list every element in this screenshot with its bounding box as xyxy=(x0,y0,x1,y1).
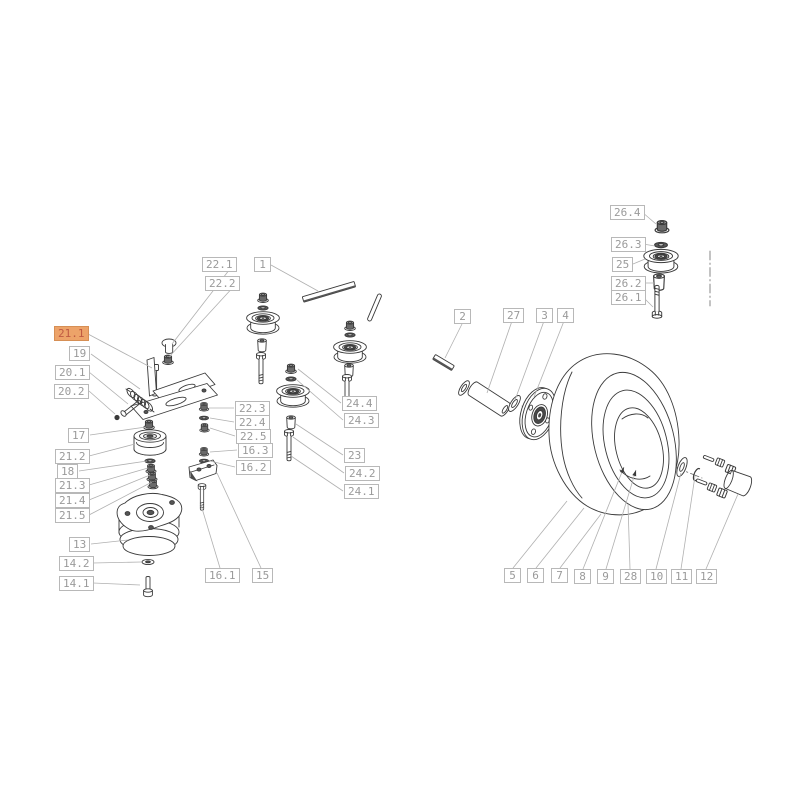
part-label-26.1[interactable]: 26.1 xyxy=(611,290,646,305)
part-label-16.2[interactable]: 16.2 xyxy=(236,460,271,475)
part-label-21.2[interactable]: 21.2 xyxy=(55,449,90,464)
part-label-1[interactable]: 1 xyxy=(254,257,271,272)
part-label-24.1[interactable]: 24.1 xyxy=(344,484,379,499)
part-label-7[interactable]: 7 xyxy=(551,568,568,583)
part-label-21.3[interactable]: 21.3 xyxy=(55,478,90,493)
part-label-18[interactable]: 18 xyxy=(57,464,79,479)
part-label-22.5[interactable]: 22.5 xyxy=(236,429,271,444)
part-label-14.1[interactable]: 14.1 xyxy=(59,576,94,591)
key-bar-drawing xyxy=(302,281,382,322)
part-label-20.2[interactable]: 20.2 xyxy=(54,384,89,399)
part-label-28[interactable]: 28 xyxy=(620,569,642,584)
pin-drawing xyxy=(114,400,141,421)
part-label-26.3[interactable]: 26.3 xyxy=(611,237,646,252)
part-label-25[interactable]: 25 xyxy=(612,257,634,272)
vbelt-pulley-drawing xyxy=(133,429,167,490)
part-label-21.1[interactable]: 21.1 xyxy=(54,326,89,341)
part-label-26.2[interactable]: 26.2 xyxy=(611,276,646,291)
part-label-16.1[interactable]: 16.1 xyxy=(205,568,240,583)
part-label-2[interactable]: 2 xyxy=(454,309,471,324)
part-label-22.1[interactable]: 22.1 xyxy=(202,257,237,272)
tension-spring-drawing xyxy=(125,387,155,413)
part-label-3[interactable]: 3 xyxy=(536,308,553,323)
part-label-22.2[interactable]: 22.2 xyxy=(205,276,240,291)
part-label-5[interactable]: 5 xyxy=(504,568,521,583)
hub-hardware-drawing xyxy=(676,455,753,499)
part-label-14.2[interactable]: 14.2 xyxy=(59,556,94,571)
electromagnetic-clutch-drawing xyxy=(116,492,183,556)
part-label-16.3[interactable]: 16.3 xyxy=(238,443,273,458)
part-label-12[interactable]: 12 xyxy=(696,569,718,584)
part-label-9[interactable]: 9 xyxy=(597,569,614,584)
part-label-8[interactable]: 8 xyxy=(574,569,591,584)
wheel-hub-drawing xyxy=(519,387,557,441)
part-label-22.4[interactable]: 22.4 xyxy=(235,415,270,430)
part-label-10[interactable]: 10 xyxy=(646,569,668,584)
part-label-26.4[interactable]: 26.4 xyxy=(610,205,645,220)
part-label-6[interactable]: 6 xyxy=(527,568,544,583)
part-label-27[interactable]: 27 xyxy=(503,308,525,323)
part-label-22.3[interactable]: 22.3 xyxy=(235,401,270,416)
part-label-19[interactable]: 19 xyxy=(69,346,91,361)
part-label-15[interactable]: 15 xyxy=(252,568,274,583)
hub-cap-drawing xyxy=(723,469,753,497)
part-label-24.2[interactable]: 24.2 xyxy=(345,466,380,481)
drawing xyxy=(114,220,753,598)
bracket-assembly-drawing xyxy=(114,338,218,433)
part-label-4[interactable]: 4 xyxy=(557,308,574,323)
part-label-17[interactable]: 17 xyxy=(68,428,90,443)
part-label-24.4[interactable]: 24.4 xyxy=(342,396,377,411)
part-label-23[interactable]: 23 xyxy=(344,448,366,463)
part-label-21.5[interactable]: 21.5 xyxy=(55,508,90,523)
axle-washer-drawing xyxy=(458,380,470,396)
clutch-bolt-drawing xyxy=(141,558,155,598)
blade-stop-bracket-drawing xyxy=(188,447,218,511)
part-label-11[interactable]: 11 xyxy=(671,569,693,584)
hub-washer-drawing xyxy=(508,395,521,412)
part-label-20.1[interactable]: 20.1 xyxy=(55,365,90,380)
part-label-21.4[interactable]: 21.4 xyxy=(55,493,90,508)
tire-drawing xyxy=(548,353,680,516)
part-label-13[interactable]: 13 xyxy=(69,537,91,552)
part-label-24.3[interactable]: 24.3 xyxy=(344,413,379,428)
axle-key-drawing xyxy=(432,354,455,371)
